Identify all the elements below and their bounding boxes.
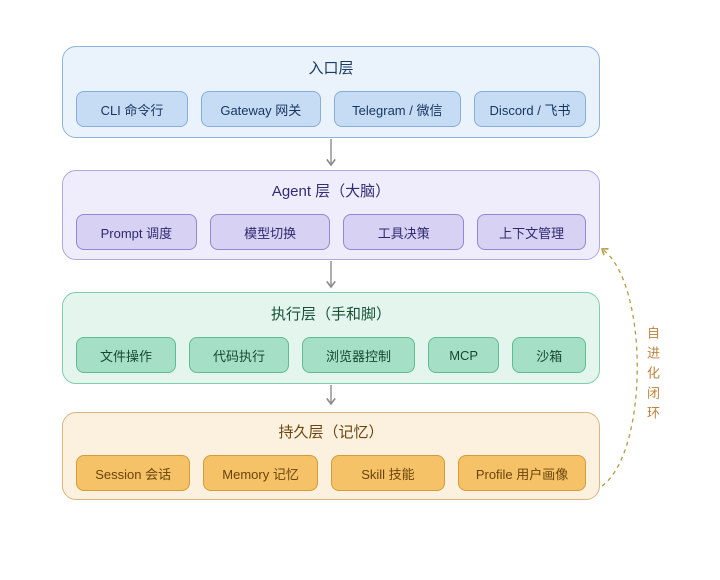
layer-entry-boxes: CLI 命令行 Gateway 网关 Telegram / 微信 Discord… (76, 91, 586, 127)
node-prompt-scheduling: Prompt 调度 (76, 214, 197, 250)
node-file-operations: 文件操作 (76, 337, 177, 373)
layer-exec-title: 执行层（手和脚） (270, 306, 391, 323)
node-session: Session 会话 (76, 455, 191, 491)
layer-agent: Agent 层（大脑） Prompt 调度 模型切换 工具决策 上下文管理 (62, 170, 600, 260)
layer-agent-boxes: Prompt 调度 模型切换 工具决策 上下文管理 (76, 214, 586, 250)
layer-exec-boxes: 文件操作 代码执行 浏览器控制 MCP 沙箱 (76, 337, 587, 373)
node-code-execution: 代码执行 (189, 337, 290, 373)
layer-persist-title: 持久层（记忆） (278, 424, 384, 441)
node-sandbox: 沙箱 (512, 337, 587, 373)
layer-persist: 持久层（记忆） Session 会话 Memory 记忆 Skill 技能 Pr… (62, 412, 600, 500)
node-gateway: Gateway 网关 (200, 91, 321, 127)
node-mcp: MCP (427, 337, 500, 373)
layer-persist-boxes: Session 会话 Memory 记忆 Skill 技能 Profile 用户… (76, 455, 586, 491)
node-tool-decision: 工具决策 (343, 214, 465, 250)
layer-exec: 执行层（手和脚） 文件操作 代码执行 浏览器控制 MCP 沙箱 (62, 292, 600, 384)
node-skill: Skill 技能 (330, 455, 446, 491)
node-profile: Profile 用户画像 (458, 455, 586, 491)
node-memory: Memory 记忆 (203, 455, 318, 491)
node-telegram-wechat: Telegram / 微信 (333, 91, 462, 127)
layer-agent-title: Agent 层（大脑） (271, 183, 391, 200)
node-model-switching: 模型切换 (209, 214, 331, 250)
self-evolution-loop-label: 自进化闭环 (645, 326, 660, 426)
layer-entry: 入口层 CLI 命令行 Gateway 网关 Telegram / 微信 Dis… (62, 46, 600, 138)
layer-entry-title: 入口层 (308, 60, 354, 77)
node-context-management: 上下文管理 (477, 214, 586, 250)
self-evolution-loop-arrow (600, 248, 638, 487)
node-discord-feishu: Discord / 飞书 (474, 91, 586, 127)
node-browser-control: 浏览器控制 (302, 337, 415, 373)
node-cli: CLI 命令行 (76, 91, 188, 127)
